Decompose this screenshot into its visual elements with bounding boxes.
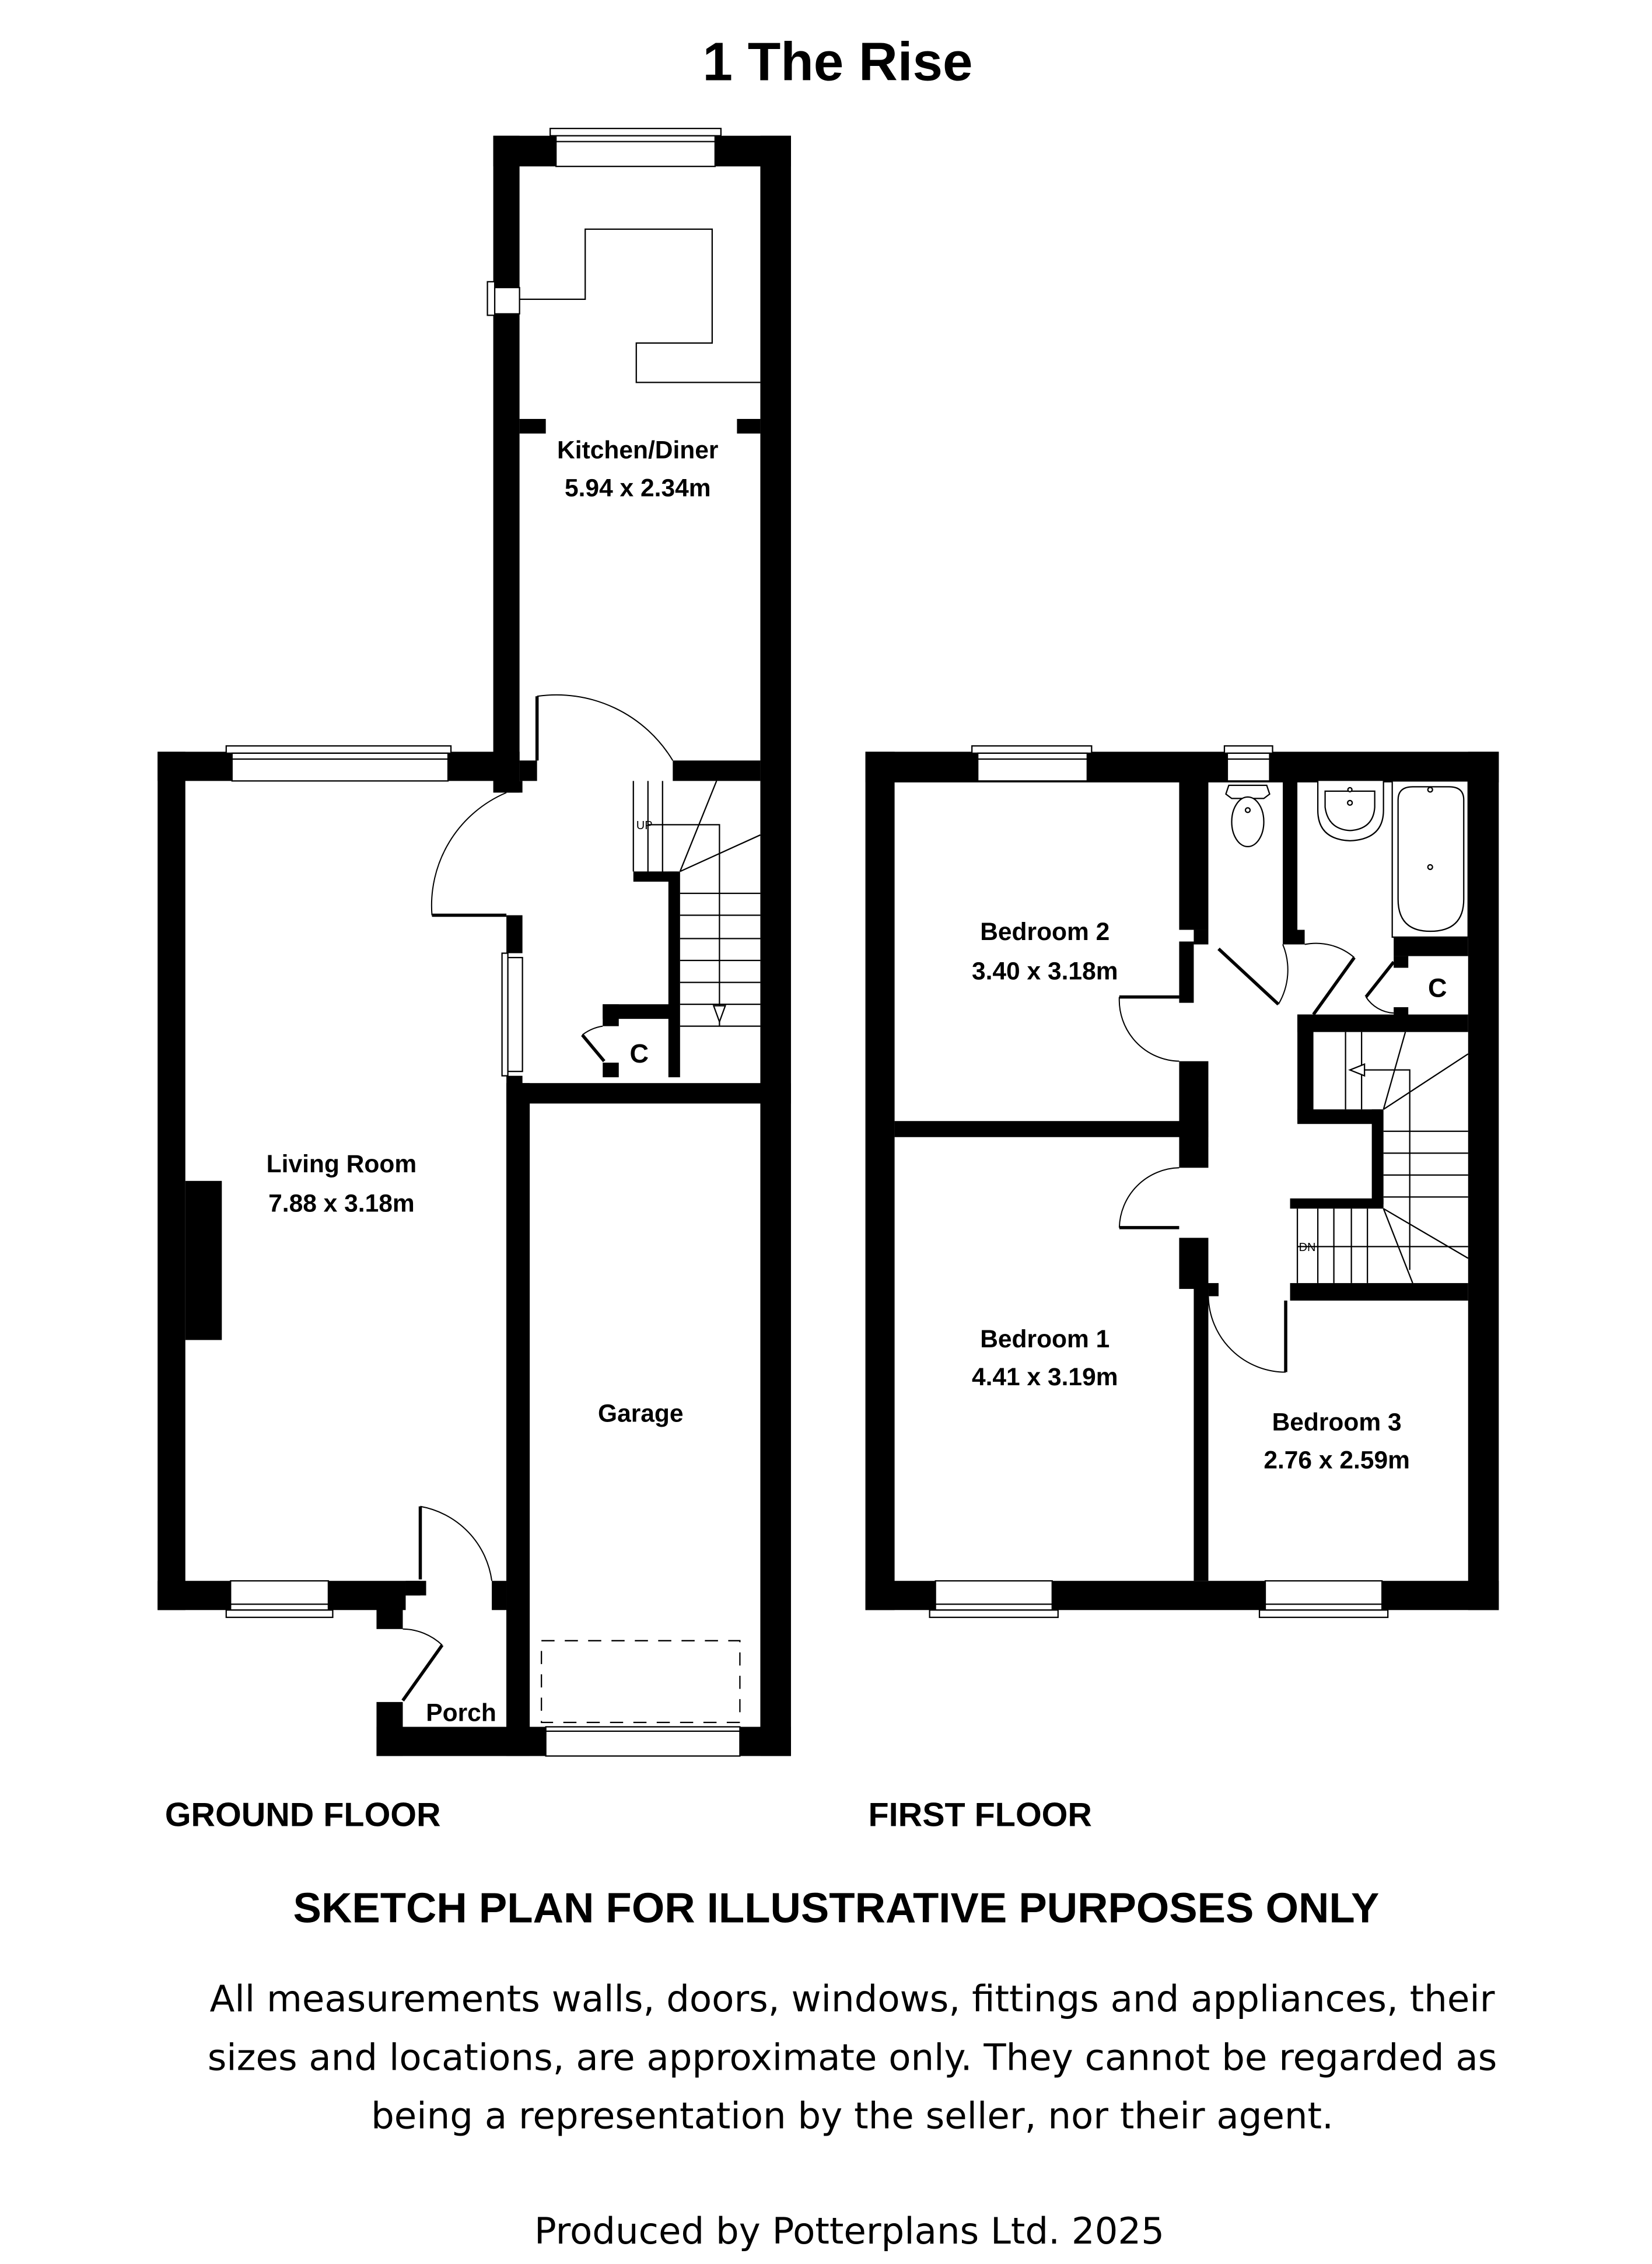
living-room-door: [430, 792, 507, 917]
living-room-window-rear: [225, 745, 452, 782]
living-room-window-front: [225, 1580, 334, 1618]
porch-door: [401, 1505, 493, 1702]
bedroom-3-window: [1258, 1580, 1389, 1618]
bedroom-3-dimensions: 2.76 x 2.59m: [1264, 1447, 1410, 1475]
kitchen-hall-partition: [519, 694, 761, 781]
disclaimer-line-3: being a representation by the seller, no…: [371, 2094, 1334, 2137]
producer-credit: Produced by Potterplans Ltd. 2025: [534, 2210, 1164, 2252]
porch-label: Porch: [426, 1699, 496, 1727]
kitchen-worktop: [519, 228, 761, 383]
stairs-down-label: DN: [1299, 1241, 1316, 1254]
hall-window: [501, 952, 523, 1077]
first-floor-heading: FIRST FLOOR: [869, 1797, 1092, 1834]
living-room-label: Living Room: [267, 1151, 416, 1178]
porch-walls: [376, 1581, 507, 1756]
ground-floor-plan: Kitchen/Diner 5.94 x 2.34m: [158, 128, 791, 1834]
ground-floor-cupboard: C: [581, 1004, 676, 1078]
garage-parking-bay: [541, 1640, 741, 1724]
cupboard-label: C: [630, 1039, 649, 1068]
garage-label: Garage: [598, 1400, 684, 1428]
ground-floor-stairs: UP: [632, 780, 761, 1078]
wc-window: [1223, 745, 1273, 782]
toilet-icon: [1225, 784, 1270, 848]
bedroom-2-dimensions: 3.40 x 3.18m: [972, 958, 1118, 986]
bedroom-1-window: [929, 1580, 1059, 1618]
bedroom-2-label: Bedroom 2: [980, 918, 1110, 946]
kitchen-side-window: [487, 281, 520, 316]
disclaimer-line-2: sizes and locations, are approximate onl…: [208, 2036, 1497, 2078]
first-floor-cupboard-label: C: [1428, 973, 1447, 1003]
kitchen-walls: [493, 135, 791, 1756]
disclaimer-line-1: All measurements walls, doors, windows, …: [210, 1977, 1495, 2020]
kitchen-diner-dimensions: 5.94 x 2.34m: [565, 475, 711, 502]
first-floor-internal-walls: [894, 781, 1468, 1581]
bedroom-3-label: Bedroom 3: [1272, 1409, 1402, 1437]
kitchen-window: [550, 128, 722, 167]
sketch-plan-notice: SKETCH PLAN FOR ILLUSTRATIVE PURPOSES ON…: [293, 1885, 1380, 1932]
living-room-dimensions: 7.88 x 3.18m: [268, 1190, 415, 1217]
first-floor-plan: C DN Bedroom 2 3.40 x 3.18m Bedroom 1: [865, 745, 1499, 1834]
page-title: 1 The Rise: [703, 32, 973, 92]
stairs-up-label: UP: [636, 819, 653, 832]
garage-walls: [376, 1083, 791, 1756]
ground-floor-heading: GROUND FLOOR: [165, 1797, 441, 1834]
living-room-walls: [158, 752, 523, 1756]
first-floor-doors: [1118, 942, 1395, 1373]
kitchen-diner-label: Kitchen/Diner: [557, 437, 718, 464]
bath-icon: [1391, 780, 1469, 938]
first-floor-stairs: DN: [1296, 1032, 1469, 1284]
basin-icon: [1317, 781, 1384, 842]
bedroom-2-window: [971, 745, 1093, 782]
bedroom-1-label: Bedroom 1: [980, 1326, 1110, 1353]
garage-door: [545, 1726, 741, 1757]
bedroom-1-dimensions: 4.41 x 3.19m: [972, 1364, 1118, 1391]
